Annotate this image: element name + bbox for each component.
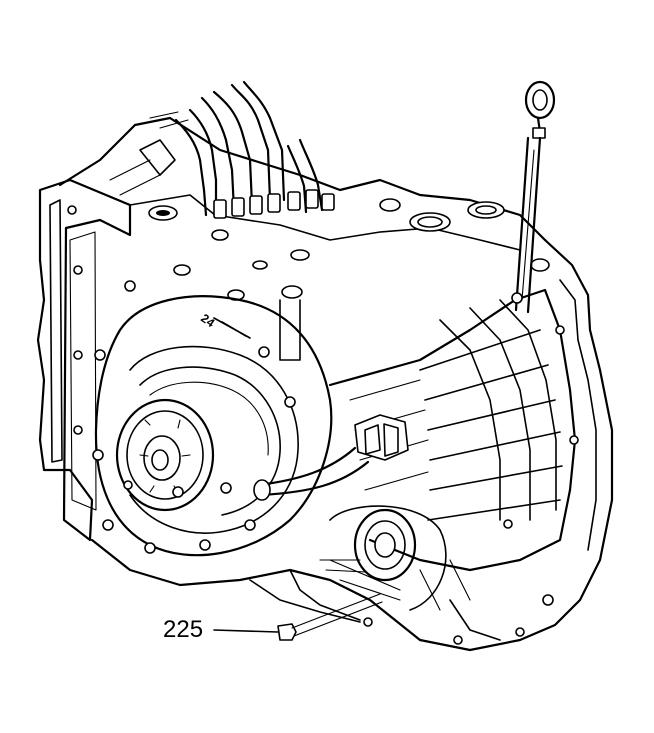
housing-cast-marking: 24 bbox=[198, 311, 217, 330]
callout-225 bbox=[213, 593, 383, 641]
electrical-connector bbox=[253, 414, 409, 501]
converter-housing: 24 bbox=[67, 205, 333, 557]
lower-case bbox=[289, 559, 525, 645]
top-bosses bbox=[109, 139, 550, 361]
ribbed-side-cover bbox=[328, 288, 579, 606]
axle-seal bbox=[329, 505, 471, 611]
dipstick bbox=[514, 80, 556, 314]
cooler-lines bbox=[149, 80, 335, 219]
callout-number: 225 bbox=[163, 616, 204, 643]
